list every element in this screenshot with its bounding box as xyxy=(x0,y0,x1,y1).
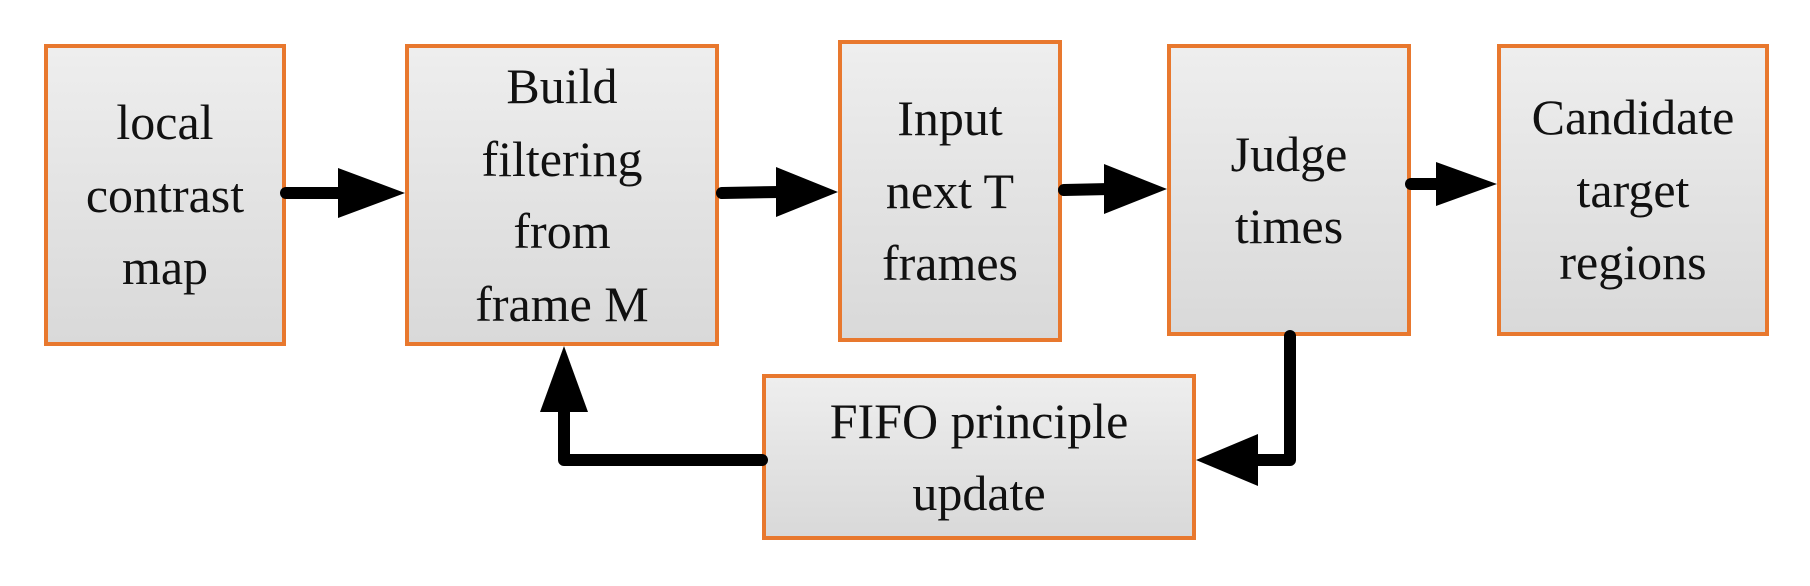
node-build-filtering: Build filtering from frame M xyxy=(405,44,719,346)
edge-input-to-judge xyxy=(1058,183,1116,196)
node-label: Input next T frames xyxy=(881,90,1019,292)
node-label: local contrast map xyxy=(85,94,245,296)
node-label: Judge times xyxy=(1230,125,1348,255)
node-candidate-target-regions: Candidate target regions xyxy=(1497,44,1769,336)
arrowhead xyxy=(338,168,405,218)
node-label: Build filtering from frame M xyxy=(475,58,649,332)
node-input-next-frames: Input next T frames xyxy=(838,40,1062,342)
arrowhead xyxy=(776,167,838,217)
node-label: Candidate target regions xyxy=(1531,89,1735,291)
node-judge-times: Judge times xyxy=(1167,44,1411,336)
node-label: FIFO principle update xyxy=(829,392,1129,522)
arrowhead xyxy=(1196,434,1258,486)
edge-judge-to-fifo xyxy=(1249,330,1296,466)
arrowhead xyxy=(1436,162,1497,206)
arrowhead xyxy=(540,346,588,412)
edge-build-to-input xyxy=(716,186,786,199)
arrowhead xyxy=(1104,164,1167,214)
edge-fifo-to-build xyxy=(558,402,768,466)
node-local-contrast-map: local contrast map xyxy=(44,44,286,346)
